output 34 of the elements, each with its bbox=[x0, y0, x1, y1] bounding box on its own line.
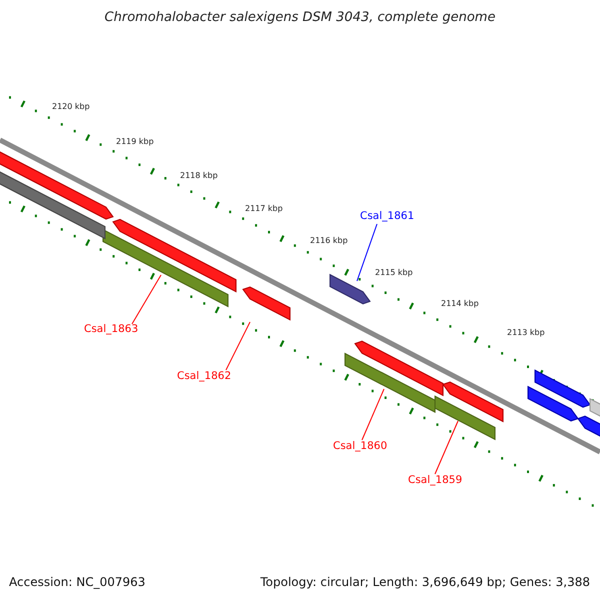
gene-bar bbox=[577, 416, 600, 440]
gene-label: Csal_1859 bbox=[408, 475, 462, 486]
gene-bar bbox=[442, 381, 504, 422]
gene-label: Csal_1860 bbox=[333, 441, 388, 452]
scale-label: 2119 kbp bbox=[116, 138, 154, 146]
gene-label: Csal_1863 bbox=[84, 324, 138, 334]
gene-bar bbox=[102, 228, 228, 308]
leader-line bbox=[226, 322, 250, 370]
scale-label: 2120 kbp bbox=[52, 103, 90, 111]
gene-bar bbox=[112, 218, 236, 293]
gene-bar bbox=[0, 148, 114, 220]
gene-label: Csal_1862 bbox=[177, 371, 232, 382]
scale-label: 2115 kbp bbox=[375, 269, 413, 277]
gene-bar bbox=[242, 286, 290, 321]
gene-bar bbox=[528, 386, 579, 422]
gene-bar bbox=[534, 369, 591, 408]
leader-line bbox=[356, 224, 378, 282]
title: Chromohalobacter salexigens DSM 3043, complete genome bbox=[104, 11, 496, 24]
leader-line bbox=[132, 274, 162, 324]
gene-bar bbox=[354, 340, 444, 396]
scale-label: 2118 kbp bbox=[180, 172, 218, 180]
gene-label: Csal_1861 bbox=[360, 211, 414, 222]
footer-text: Accession: NC_007963 bbox=[9, 576, 146, 588]
gene-bar bbox=[344, 352, 436, 414]
gene-bar bbox=[434, 395, 496, 440]
scale-label: 2113 kbp bbox=[507, 329, 545, 337]
gene-bar bbox=[0, 168, 106, 240]
gene-bar bbox=[590, 398, 600, 420]
scale-label: 2116 kbp bbox=[310, 237, 348, 245]
scale-label: 2114 kbp bbox=[441, 300, 479, 308]
footer-text: Topology: circular; Length: 3,696,649 bp; Genes: 3,388 bbox=[260, 576, 590, 588]
gene-bar bbox=[330, 274, 371, 304]
scale-label: 2117 kbp bbox=[245, 205, 283, 213]
leader-line bbox=[434, 420, 458, 474]
